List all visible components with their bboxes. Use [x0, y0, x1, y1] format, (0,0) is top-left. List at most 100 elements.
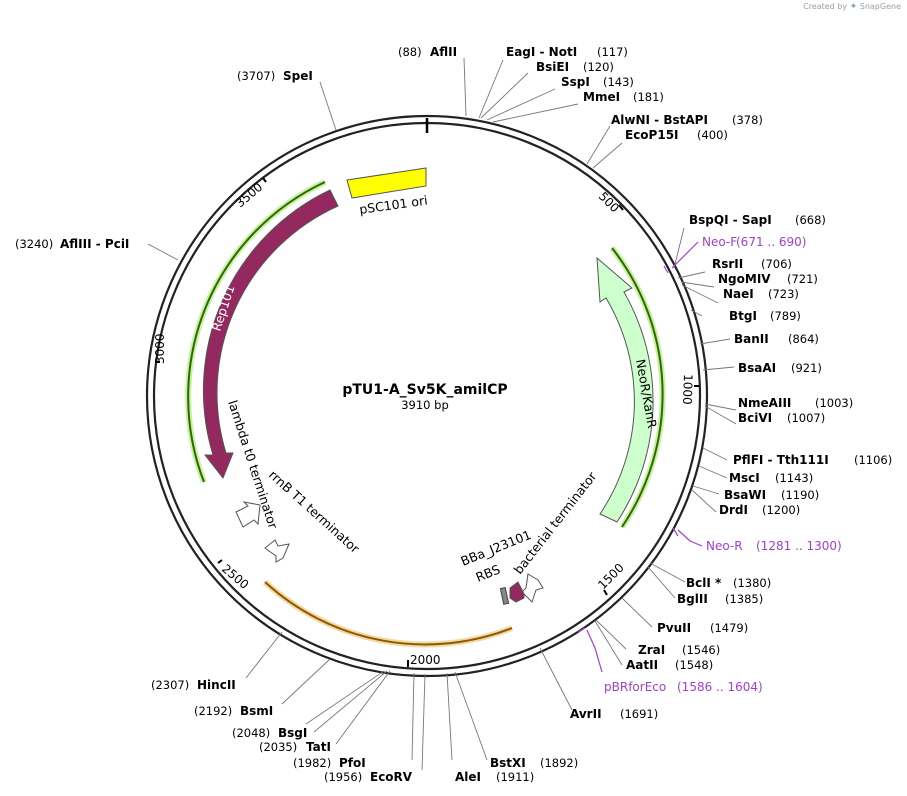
site-leader-lines: [147, 57, 737, 771]
site-spei-pos: (3707): [237, 69, 275, 83]
site-bglii: BglII: [677, 592, 708, 606]
site-avrii: AvrII: [570, 707, 602, 721]
site-pvuii: PvuII: [657, 621, 691, 635]
site-naei: NaeI: [723, 287, 754, 301]
feature-psc101-ori: [346, 167, 427, 199]
credit-brand: SnapGene: [859, 2, 901, 11]
primer-pbrforeco-pos: (1586 .. 1604): [677, 680, 763, 694]
site-alei-pos: (1911): [496, 770, 534, 784]
site-bsiei: BsiEI: [536, 60, 569, 74]
primer-leaders: [577, 241, 703, 673]
primer-pbrforeco: pBRforEco: [604, 680, 666, 694]
site-afliii-pcii-pos: (3240): [15, 237, 53, 251]
tick-mark-3500: [262, 177, 267, 183]
site-afliii-pcii: AflIII - PciI: [60, 237, 129, 251]
site-rsrii: RsrII: [712, 257, 743, 271]
feature-rrnb-t1-terminator: [264, 539, 290, 563]
site-aatii-pos: (1548): [675, 658, 713, 672]
site-alei: AleI: [455, 770, 481, 784]
site-bsaai-pos: (921): [791, 361, 822, 375]
site-bstxi-pos: (1892): [540, 756, 578, 770]
site-banii: BanII: [734, 332, 769, 346]
site-drdi-pos: (1200): [762, 503, 800, 517]
tick-label-2000: 2000: [410, 653, 441, 667]
site-aflii: AflII: [430, 45, 457, 59]
feature-neor-kanr: [596, 256, 654, 523]
tick-label-3000: 3000: [153, 333, 167, 364]
tick-label-3500: 3500: [233, 180, 265, 210]
credit-prefix: Created by: [803, 2, 848, 11]
tick-label-1000: 1000: [680, 374, 695, 405]
site-bglii-pos: (1385): [725, 592, 763, 606]
site-rsrii-pos: (706): [761, 257, 792, 271]
site-aflii-pos: (88): [398, 45, 422, 59]
site-alwni-bstapi-pos: (378): [732, 113, 763, 127]
site-aatii: AatII: [626, 658, 658, 672]
rep-outer-track-line: [187, 181, 326, 483]
snapgene-logo-icon: ✦: [849, 2, 858, 12]
feature-lambda-t0-terminator: [235, 501, 261, 528]
primer-neo-f: Neo-F: [702, 235, 737, 249]
orange-track-line: [264, 581, 513, 646]
site-tati-pos: (2035): [259, 740, 297, 754]
site-msci-pos: (1143): [775, 471, 813, 485]
site-bsiei-pos: (120): [583, 60, 614, 74]
site-eagi-noti-pos: (117): [597, 45, 628, 59]
site-hincii-pos: (2307): [151, 678, 189, 692]
tick-mark-500: [618, 204, 624, 211]
backbone-outer: [145, 114, 709, 678]
site-pfoi: PfoI: [339, 756, 366, 770]
site-bsaai: BsaAI: [738, 361, 776, 375]
site-alwni-bstapi: AlwNI - BstAPI: [611, 113, 708, 127]
site-mmei-pos: (181): [633, 90, 664, 104]
site-bspqi-sapi: BspQI - SapI: [689, 213, 772, 227]
site-ecop15i: EcoP15I: [625, 128, 679, 142]
site-msci: MscI: [729, 471, 760, 485]
site-bsmi: BsmI: [240, 704, 273, 718]
label-bacterial-terminator: bacterial terminator: [511, 468, 600, 577]
site-bstxi: BstXI: [490, 756, 526, 770]
label-psc101-ori: pSC101 ori: [358, 193, 428, 217]
site-bsawi-pos: (1190): [781, 488, 819, 502]
site-sspi: SspI: [561, 75, 590, 89]
neo-outer-track-line: [611, 247, 664, 528]
site-tati: TatI: [306, 740, 331, 754]
feature-rep101: [202, 189, 339, 479]
site-spei: SpeI: [283, 69, 313, 83]
feature-bba-j23101: [509, 581, 525, 603]
site-sspi-pos: (143): [603, 75, 634, 89]
site-eagi-noti: EagI - NotI: [506, 45, 577, 59]
site-ngomiv-pos: (721): [787, 272, 818, 286]
primer-neo-f-pos: (671 .. 690): [736, 235, 806, 249]
site-naei-pos: (723): [768, 287, 799, 301]
site-pflfi-tth111i-pos: (1106): [854, 453, 892, 467]
site-btgi-pos: (789): [770, 309, 801, 323]
site-nmeaiii-pos: (1003): [815, 396, 853, 410]
feature-bacterial-terminator: [521, 573, 544, 603]
site-ngomiv: NgoMIV: [718, 272, 771, 286]
label-rrnb-t1-terminator: rrnB T1 terminator: [266, 467, 363, 557]
site-ecop15i-pos: (400): [697, 128, 728, 142]
site-bcli-pos: (1380): [733, 576, 771, 590]
primer-neo-r: Neo-R: [706, 539, 743, 553]
site-bcivi-pos: (1007): [787, 411, 825, 425]
site-zrai: ZraI: [638, 643, 665, 657]
site-avrii-pos: (1691): [620, 707, 658, 721]
site-bsgi: BsgI: [278, 726, 307, 740]
tick-label-500: 500: [596, 189, 622, 215]
site-bcivi: BciVI: [738, 411, 772, 425]
site-ecorv: EcoRV: [370, 770, 413, 784]
orange-track: [262, 579, 514, 648]
site-zrai-pos: (1546): [682, 643, 720, 657]
primer-neo-r-pos: (1281 .. 1300): [756, 539, 842, 553]
label-rbs: RBS: [474, 561, 503, 584]
site-btgi: BtgI: [729, 309, 757, 323]
site-mmei: MmeI: [583, 90, 620, 104]
site-bcli: BclI *: [686, 576, 722, 590]
tick-mark-2500: [217, 559, 223, 564]
plasmid-size: 3910 bp: [401, 398, 449, 412]
tick-mark-1500: [603, 589, 608, 596]
site-nmeaiii: NmeAIII: [738, 396, 791, 410]
site-drdi: DrdI: [719, 503, 748, 517]
